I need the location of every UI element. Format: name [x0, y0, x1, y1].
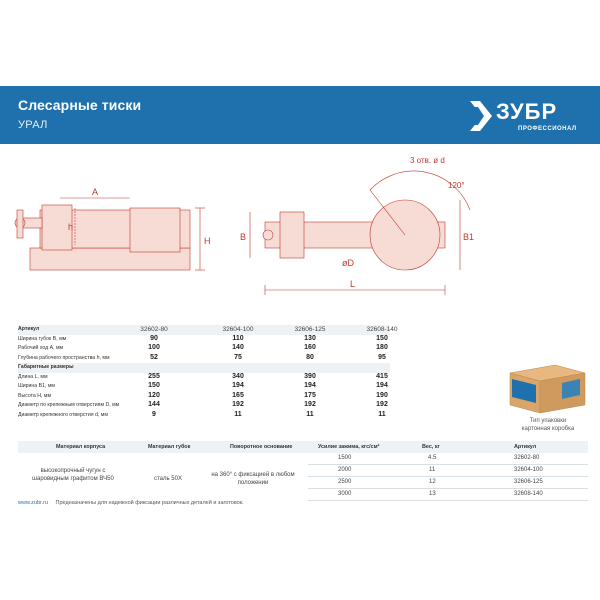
force-cell: 2000 [338, 467, 352, 473]
spec-row: Высота H, мм 120 165 175 190 [18, 391, 388, 399]
footer-description: Предназначены для надежной фиксации разл… [55, 500, 244, 506]
footer: www.zubr.ru Предназначены для надежной ф… [18, 500, 244, 506]
swivel-cell: на 360° с фиксацией в любом положении [211, 472, 295, 486]
dims-header-row: Габаритные размеры [18, 363, 390, 373]
top-view-jaw [279, 211, 305, 259]
article-cell: 32602-80 [514, 455, 540, 461]
col-swivel: Поворотное основание [230, 444, 293, 450]
dim-h-small-label: h [68, 222, 73, 232]
brand-logo: ЗУБР ПРОФЕССИОНАЛ [470, 99, 590, 137]
spec-row: Ширина губок B, мм 90 110 130 150 [18, 334, 388, 342]
technical-drawing: A h H B B1 øD L 3 отв. ø d 120° [14, 156, 474, 295]
angle-label: 120° [448, 181, 465, 190]
cardboard-box-image [509, 364, 586, 414]
jaw-material-cell: сталь 50Х [154, 476, 182, 482]
article-cell: 32608-140 [514, 491, 543, 497]
col-article: Артикул [514, 444, 537, 450]
specs-article-row: Артикул 32602-80 32604-100 32606-125 326… [18, 325, 398, 335]
weight-cell: 11 [429, 467, 436, 473]
materials-table-body: высокопрочный чугун с шаровидным графито… [18, 453, 588, 505]
article-cell: 32606-125 [514, 479, 543, 485]
packaging-type-label: Тип упаковки [529, 418, 567, 424]
dim-a-label: A [92, 187, 98, 197]
movable-jaw [41, 204, 73, 251]
brand-subtitle: ПРОФЕССИОНАЛ [518, 126, 577, 132]
force-cell: 1500 [338, 455, 352, 461]
article-label: Артикул [18, 326, 40, 332]
article-2: 32604-100 [222, 326, 254, 333]
dim-l-label: L [350, 279, 355, 289]
col-jaw-material: Материал губок [148, 444, 191, 450]
top-view-handle [262, 229, 274, 241]
packaging-caption: Тип упаковки картонная коробка [508, 417, 588, 433]
force-cell: 3000 [338, 491, 352, 497]
weight-cell: 4.5 [428, 455, 437, 461]
dim-h-big-label: H [204, 236, 211, 246]
dim-d-label: øD [342, 258, 354, 268]
article-1: 32602-80 [140, 326, 168, 333]
brand-mark-icon [470, 101, 492, 131]
materials-table-header: Материал корпуса Материал губок Поворотн… [18, 441, 588, 453]
weight-cell: 12 [429, 479, 436, 485]
handle-bar [16, 209, 24, 239]
spec-row: Диаметр крепежного отверстия d, мм 9 11 … [18, 410, 386, 418]
col-clamp-force: Усилие зажима, кгс/см² [318, 444, 380, 450]
spec-row: Рабочий ход A, мм 100 140 160 180 [18, 344, 388, 351]
dim-b1-label: B1 [463, 232, 474, 242]
dim-b-label: B [240, 232, 246, 242]
article-4: 32608-140 [366, 326, 398, 333]
holes-label: 3 отв. ø d [410, 156, 445, 165]
body-material-cell: высокопрочный чугун с шаровидным графито… [32, 468, 114, 482]
page-title: Слесарные тиски [18, 97, 142, 113]
col-weight: Вес, кг [422, 444, 440, 450]
packaging-type-value: картонная коробка [521, 426, 575, 432]
article-cell: 32604-100 [514, 467, 543, 473]
force-cell: 2500 [338, 479, 352, 485]
spec-row: Ширина B1, мм 150 194 194 194 [18, 382, 388, 389]
page-subtitle: УРАЛ [18, 119, 48, 131]
spec-row: Диаметр по крепежным отверстиям D, мм 14… [18, 401, 388, 408]
website-link[interactable]: www.zubr.ru [18, 500, 48, 506]
header-banner [0, 86, 600, 144]
fixed-jaw [129, 207, 181, 253]
materials-table: Материал корпуса Материал губок Поворотн… [18, 441, 588, 505]
article-3: 32606-125 [294, 326, 326, 333]
brand-name: ЗУБР [496, 99, 558, 124]
spec-row: Длина L, мм 255 340 390 415 [18, 372, 388, 380]
spec-row: Глубина рабочего пространства h, мм 52 7… [18, 353, 386, 361]
col-body-material: Материал корпуса [56, 444, 106, 450]
specs-table: Артикул 32602-80 32604-100 32606-125 326… [18, 325, 398, 420]
weight-cell: 13 [429, 491, 436, 497]
dims-label: Габаритные размеры [18, 364, 74, 370]
